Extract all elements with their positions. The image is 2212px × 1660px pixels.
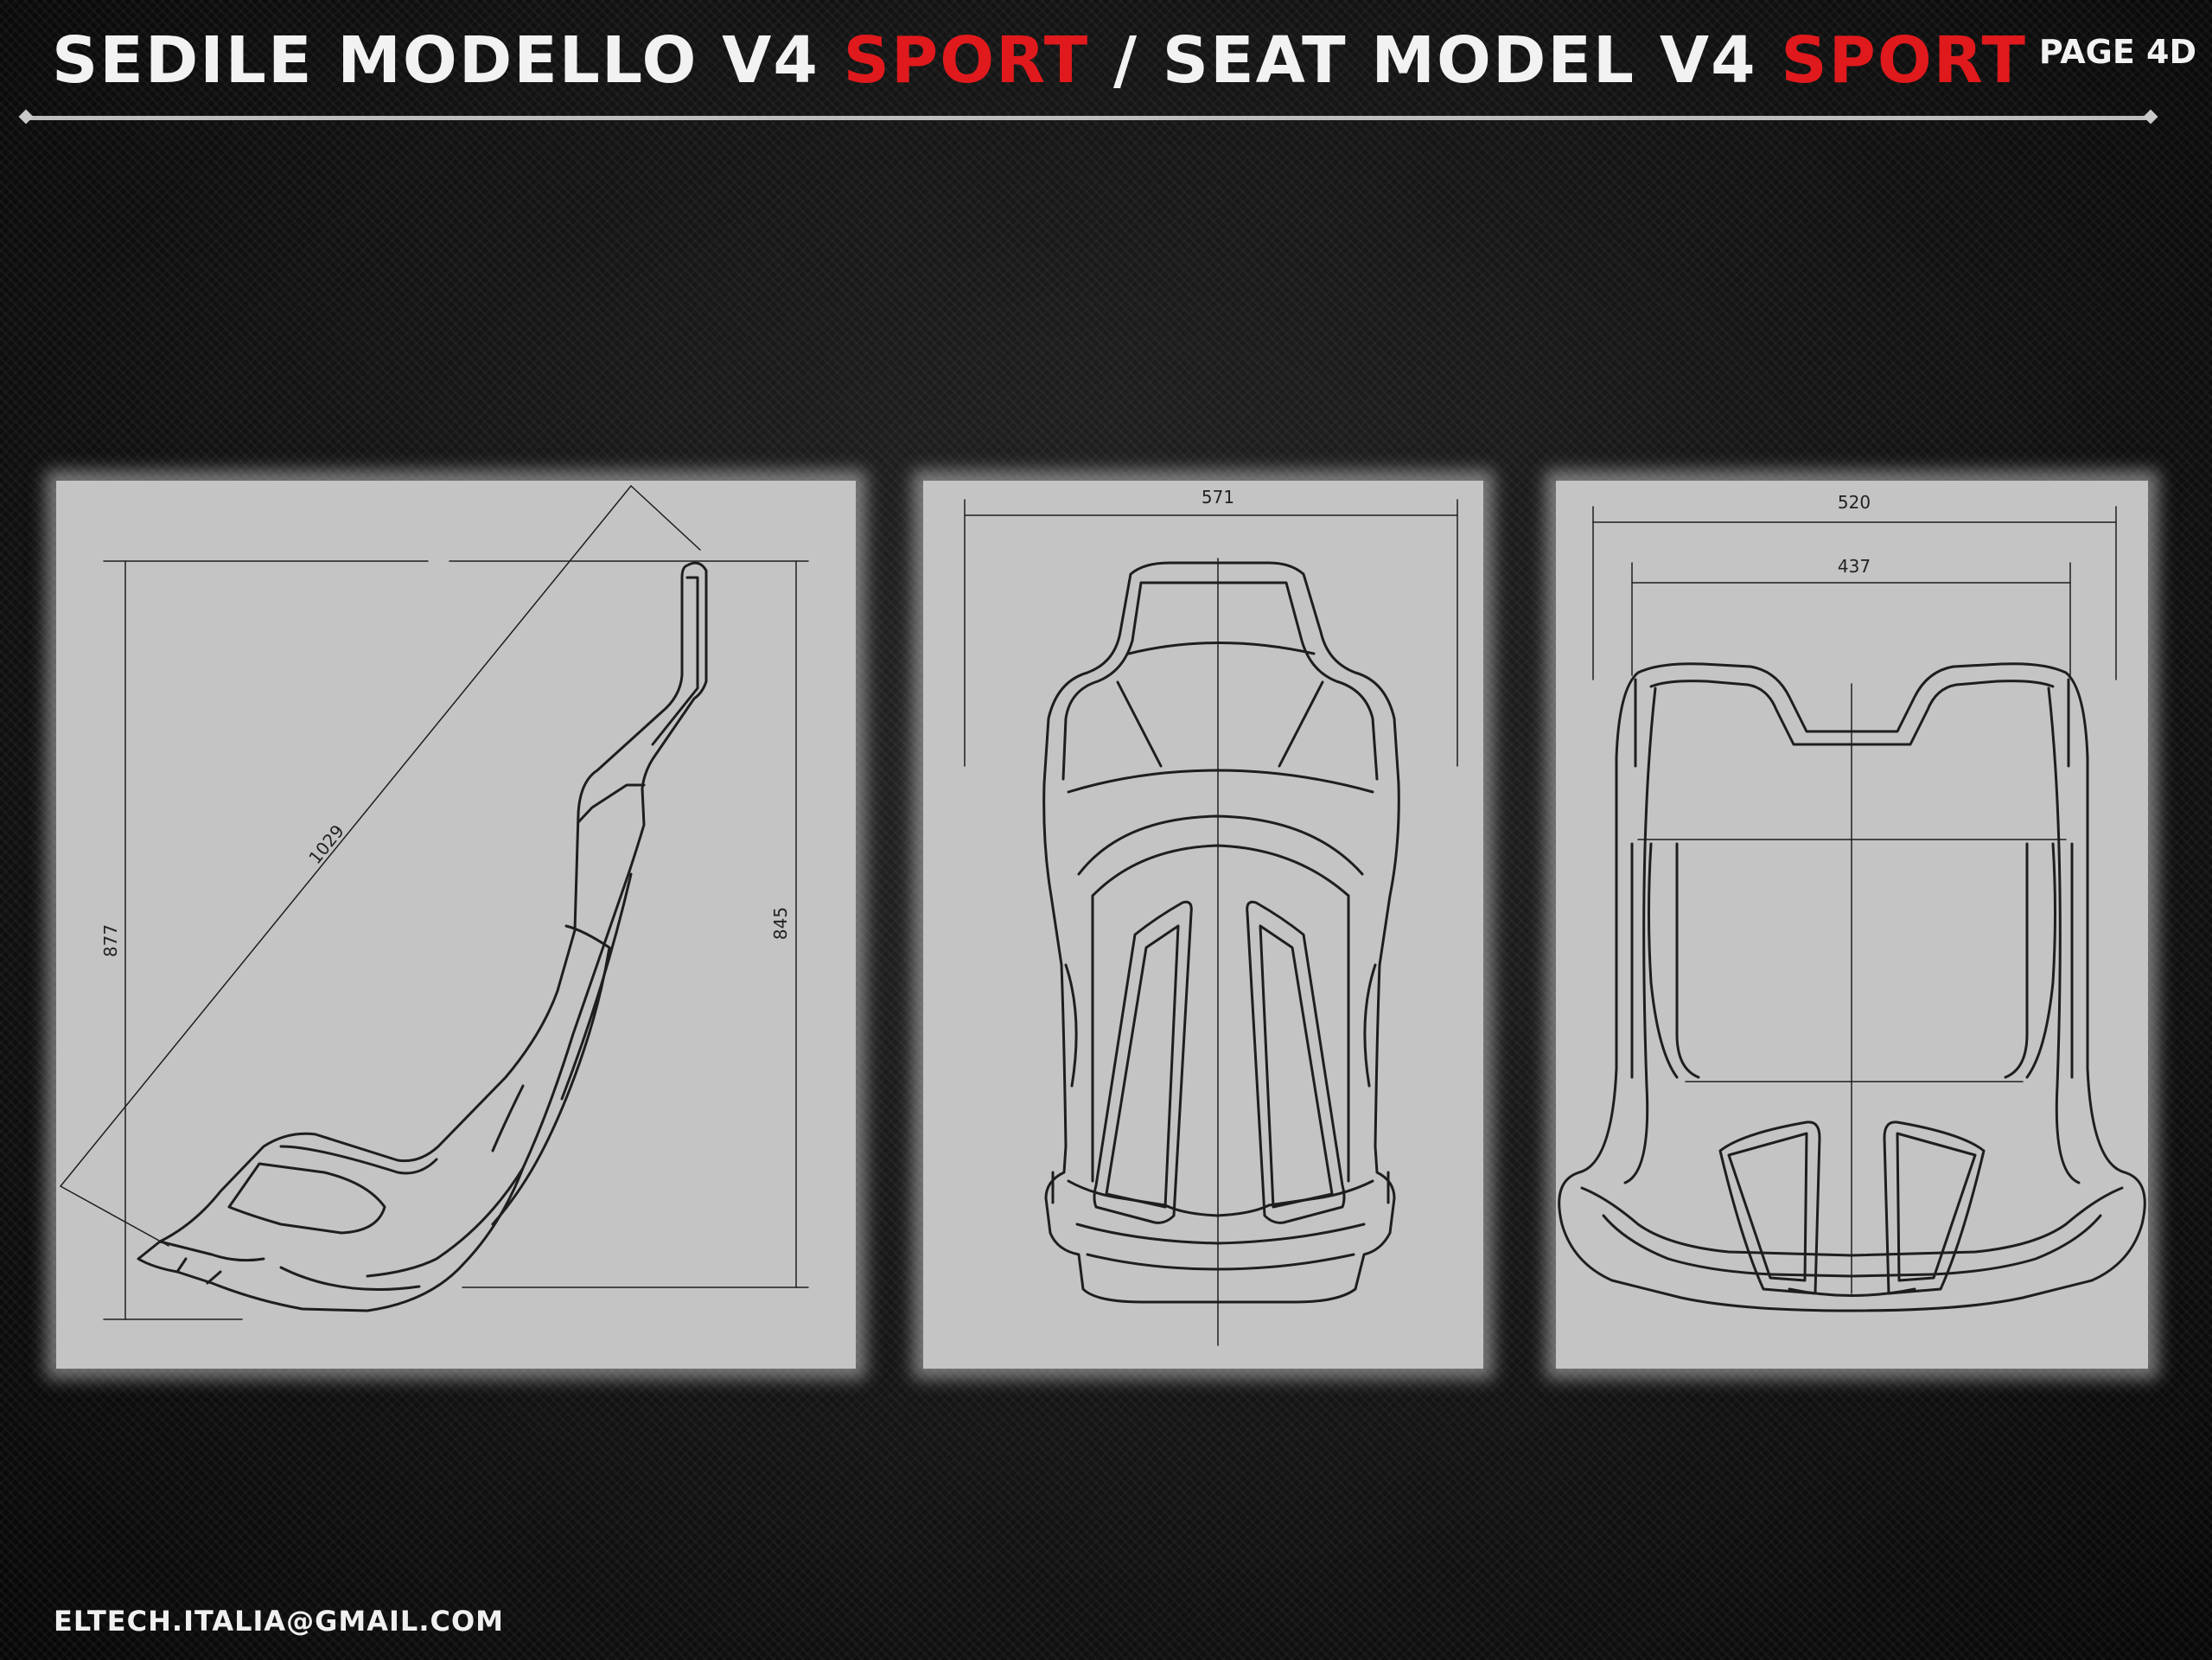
front-view-dimension-lines xyxy=(964,499,1458,1346)
dim-width-label: 571 xyxy=(1202,487,1234,508)
dim-inner-width-label: 437 xyxy=(1838,556,1871,577)
divider-right-end xyxy=(2143,109,2158,124)
contact-email: ELTECH.ITALIA@GMAIL.COM xyxy=(54,1605,504,1638)
page-number: PAGE 4D xyxy=(2038,33,2196,71)
title-accent-sport-1: SPORT xyxy=(843,23,1090,98)
title-part-italian: SEDILE MODELLO V4 xyxy=(52,23,844,98)
side-view-dimension-lines xyxy=(60,485,809,1320)
seat-front-outline xyxy=(1042,561,1400,1304)
header-divider xyxy=(26,116,2152,120)
dim-height-left-label: 877 xyxy=(100,924,121,957)
front-view-drawing: 571 xyxy=(923,481,1483,1369)
dim-height-right-label: 845 xyxy=(770,907,791,940)
title-part-english: / SEAT MODEL V4 xyxy=(1089,23,1782,98)
dim-diagonal-label: 1029 xyxy=(304,820,348,868)
side-view-drawing: 1029 877 845 xyxy=(56,481,856,1369)
seat-top-outline xyxy=(1558,662,2146,1312)
top-view-drawing: 520 437 xyxy=(1556,481,2148,1369)
page-title: SEDILE MODELLO V4 SPORT / SEAT MODEL V4 … xyxy=(52,19,2027,102)
title-accent-sport-2: SPORT xyxy=(1781,23,2027,98)
dim-outer-width-label: 520 xyxy=(1838,492,1871,513)
top-view-dimension-lines xyxy=(1592,506,2117,1294)
seat-side-outline xyxy=(137,561,708,1312)
divider-left-end xyxy=(18,109,34,124)
